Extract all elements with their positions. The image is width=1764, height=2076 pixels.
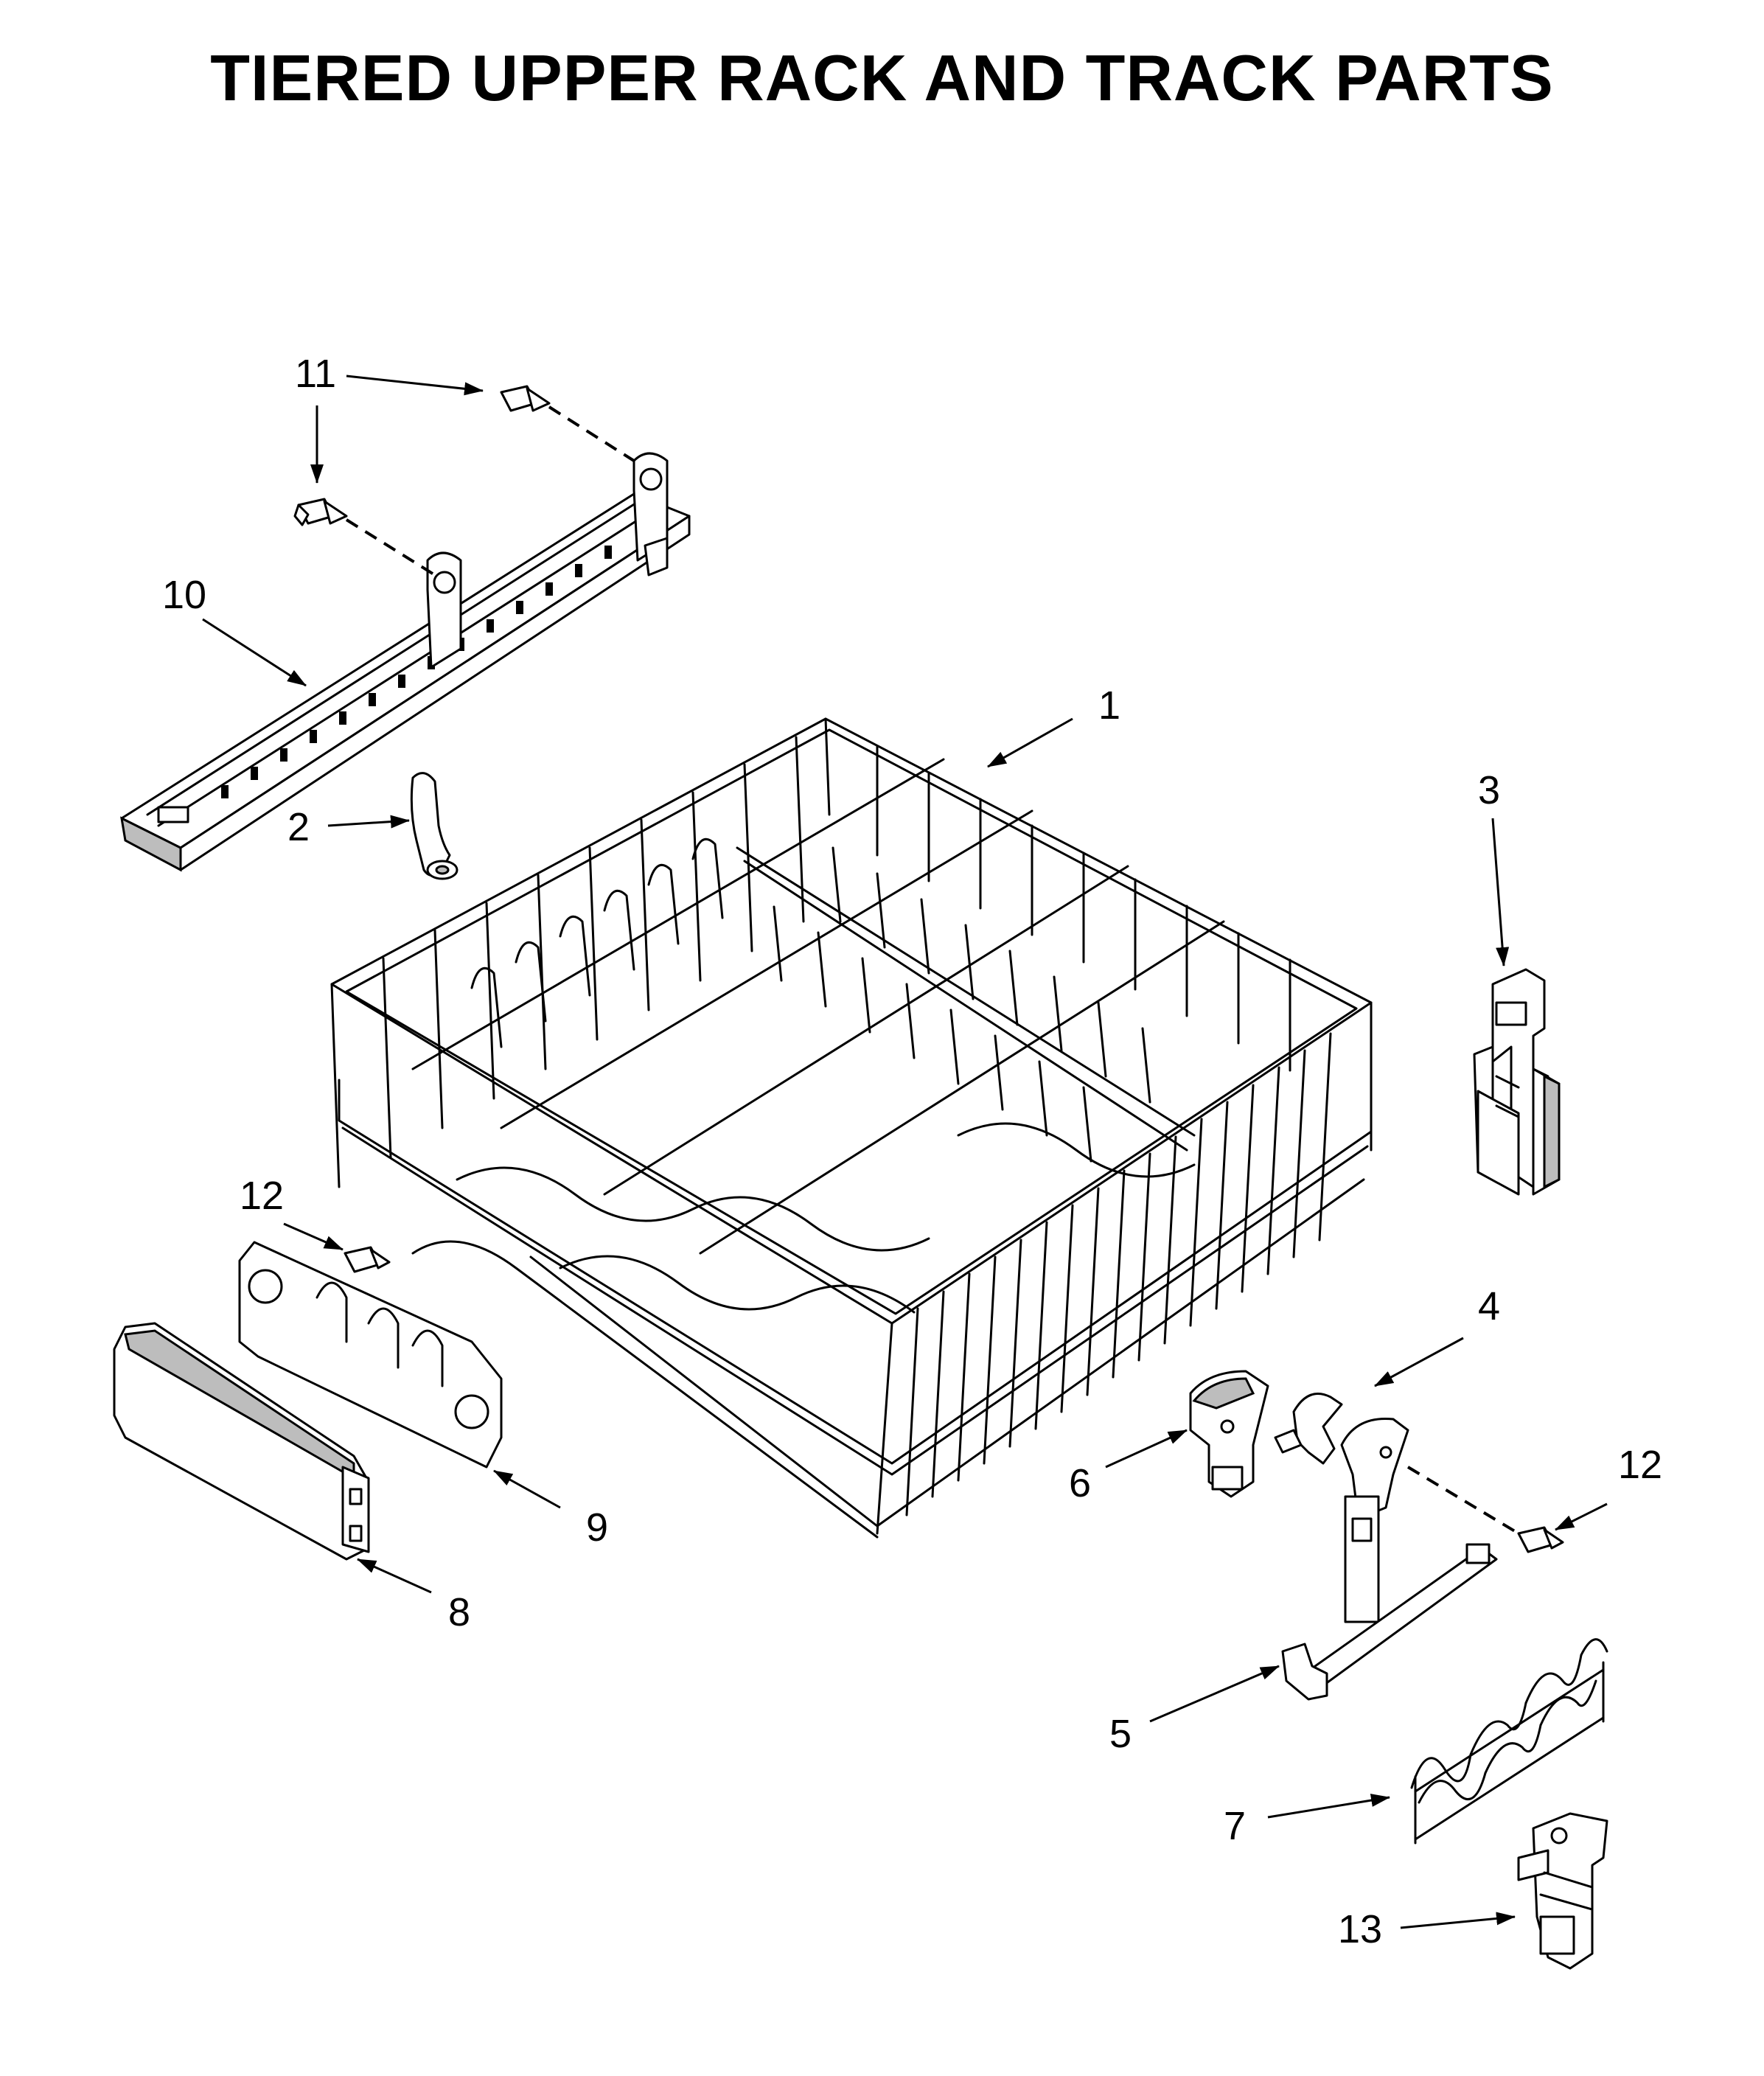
diagram-title: TIERED UPPER RACK AND TRACK PARTS xyxy=(210,41,1554,114)
callout-5: 5 xyxy=(1109,1712,1132,1756)
callout-12-left: 12 xyxy=(240,1174,284,1218)
callout-7: 7 xyxy=(1224,1804,1246,1848)
rail-screw-front xyxy=(293,498,348,526)
adjuster-screw-right xyxy=(1517,1526,1564,1553)
adjuster-assembly xyxy=(1517,1812,1608,1970)
callout-6: 6 xyxy=(1069,1461,1091,1505)
upper-dishrack xyxy=(330,717,1373,1539)
leader-lines xyxy=(202,375,1608,1929)
cup-shelf-wire xyxy=(1410,1638,1608,1845)
adjuster-slide-arm xyxy=(1281,1417,1498,1701)
rack-handle-bracket xyxy=(238,1241,503,1469)
callout-9: 9 xyxy=(586,1505,608,1550)
rack-adjuster-housing xyxy=(1473,968,1561,1196)
callout-4: 4 xyxy=(1478,1284,1500,1328)
adjuster-latch xyxy=(1274,1393,1343,1465)
adjuster-cover-left xyxy=(1189,1370,1269,1498)
rack-stop-clip xyxy=(410,772,459,880)
rail-screw-rear xyxy=(500,385,551,412)
callout-1: 1 xyxy=(1098,683,1120,728)
rack-track-rail xyxy=(120,452,691,872)
callout-13: 13 xyxy=(1338,1907,1382,1951)
callout-11: 11 xyxy=(295,352,336,396)
callout-3: 3 xyxy=(1478,768,1500,812)
callout-8: 8 xyxy=(448,1590,470,1634)
callout-12-right: 12 xyxy=(1618,1443,1662,1487)
rack-handle xyxy=(113,1322,370,1561)
handle-screw-left xyxy=(344,1246,391,1273)
callout-2: 2 xyxy=(287,805,310,849)
callout-10: 10 xyxy=(162,573,206,617)
